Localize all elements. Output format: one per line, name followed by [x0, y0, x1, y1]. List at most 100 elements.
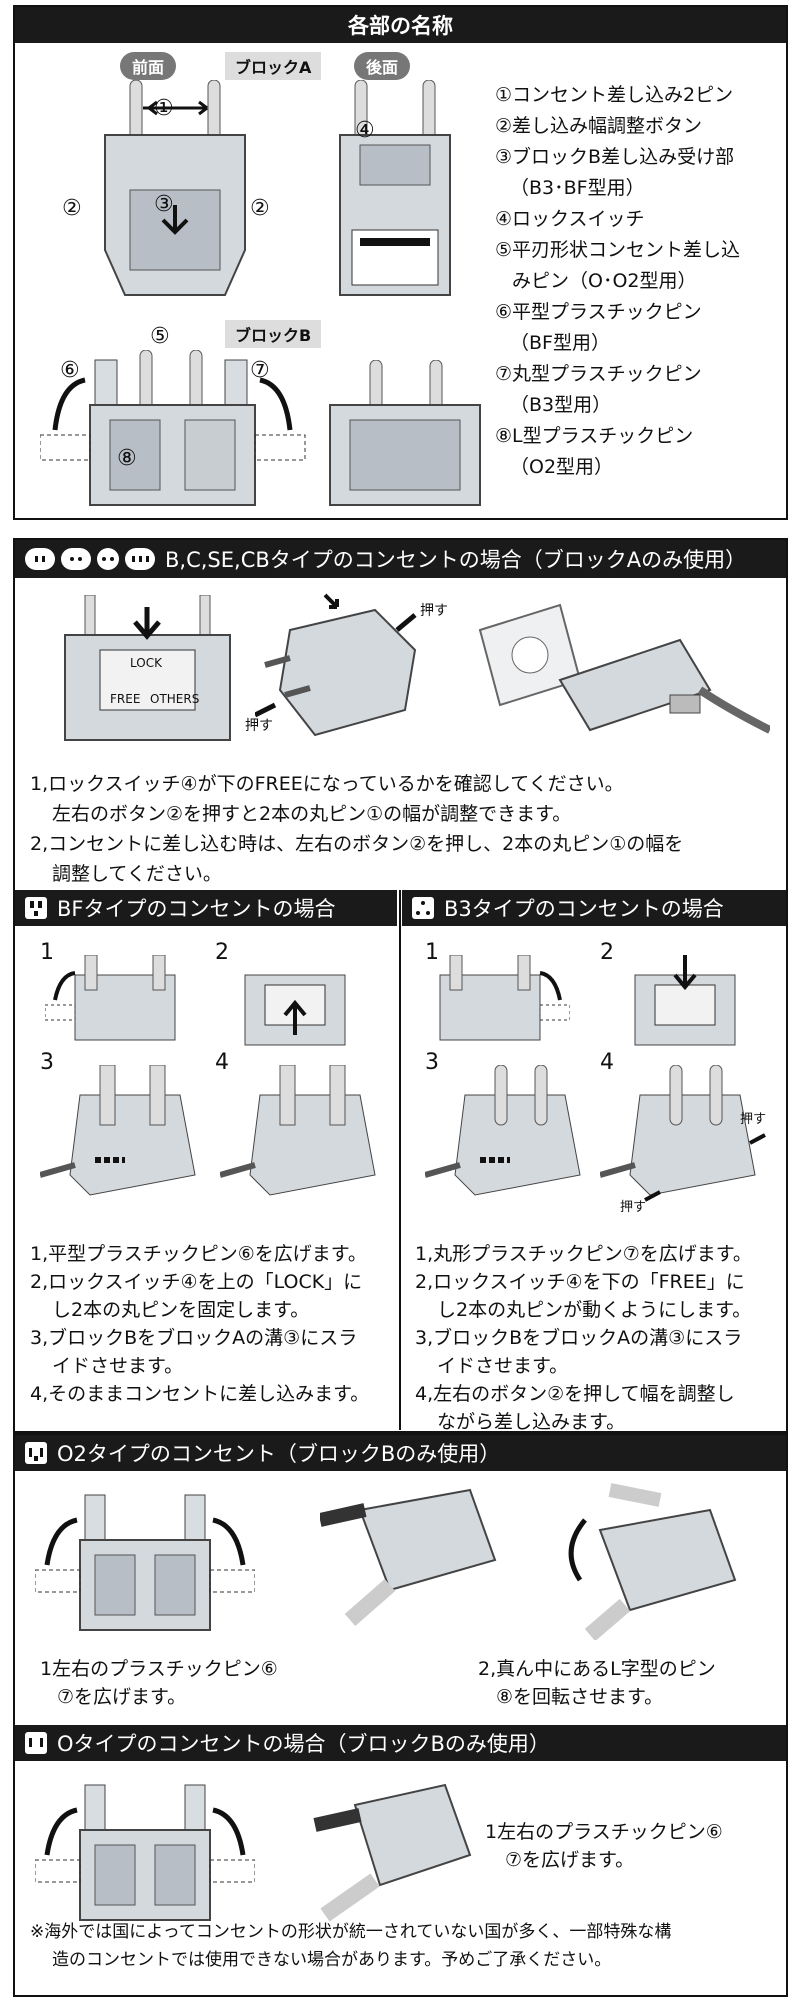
o2-plug-icon: [25, 1442, 47, 1464]
parts-header-text: 各部の名称: [348, 14, 453, 38]
o2-header: O2タイプのコンセント（ブロックBのみ使用）: [15, 1435, 786, 1471]
free-label: FREE: [110, 692, 141, 706]
outlet-insert-illustration: [478, 603, 770, 734]
instructions-section: [13, 538, 788, 1433]
block-a-label: ブロックA: [225, 52, 322, 80]
lock-switch-closeup: [64, 595, 231, 741]
parts-list-item: ②差し込み幅調整ボタン: [495, 115, 703, 137]
bc-header: B,C,SE,CBタイプのコンセントの場合（ブロックAのみ使用）: [15, 540, 786, 578]
b3-line: ながら差し込みます。: [437, 1411, 626, 1433]
front-label: 前面: [120, 52, 177, 80]
parts-list-item: ①コンセント差し込み2ピン: [495, 84, 734, 106]
plug-type-icons: [25, 548, 155, 570]
parts-list-item: ⑧L型プラスチックピン: [495, 425, 694, 447]
marker-5: ⑤: [150, 324, 170, 349]
b3-line: イドさせます。: [437, 1355, 569, 1377]
push-label: 押す: [245, 718, 273, 734]
marker-7: ⑦: [250, 358, 270, 383]
block-b-back-illustration: [329, 360, 481, 506]
o-spread-pins-illustration: [35, 1784, 255, 1921]
b3-header-text: B3タイプのコンセントの場合: [444, 897, 724, 921]
b3-step1-illustration: [439, 955, 570, 1041]
plug-b-icon: [25, 548, 55, 570]
block-a-back-illustration: [339, 80, 451, 296]
adapter-width-illustration: [255, 593, 417, 737]
block-b-label: ブロックB: [225, 320, 322, 348]
o-header-text: Oタイプのコンセントの場合（ブロックBのみ使用）: [57, 1732, 550, 1756]
b3-line: 1,丸形プラスチックピン⑦を広げます。: [415, 1243, 752, 1265]
plug-c-icon: [61, 548, 91, 570]
b3-step2-illustration: [634, 955, 736, 1046]
parts-list-item: （B3型用）: [510, 394, 612, 416]
plug-se-icon: [97, 548, 119, 570]
o-plug-illustration: [313, 1783, 472, 1922]
o-types-section: [13, 1433, 788, 1997]
bc-line: 1,ロックスイッチ④が下のFREEになっているかを確認してください。: [30, 773, 624, 795]
bf-line: イドさせます。: [52, 1355, 184, 1377]
note-line: 造のコンセントでは使用できない場合があります。予めご了承ください。: [52, 1950, 612, 1970]
parts-list-item: ⑦丸型プラスチックピン: [495, 363, 702, 385]
o-line: 1左右のプラスチックピン⑥: [485, 1821, 723, 1843]
push-label: 押す: [420, 603, 448, 619]
bf-step-number: 4: [215, 1050, 229, 1075]
marker-8: ⑧: [117, 446, 137, 471]
o-line: ⑦を広げます。: [505, 1849, 635, 1871]
back-label: 後面: [354, 52, 411, 80]
b3-line: 4,左右のボタン②を押して幅を調整し: [415, 1383, 735, 1405]
o-plug-icon: [25, 1732, 47, 1754]
o-header: Oタイプのコンセントの場合（ブロックBのみ使用）: [15, 1725, 786, 1761]
bf-step-number: 1: [40, 940, 54, 965]
marker-2-left: ②: [62, 196, 82, 221]
block-b-illustration: [40, 350, 306, 506]
o2-left-line: ⑦を広げます。: [57, 1686, 187, 1708]
b3-line: 2,ロックスイッチ④を下の「FREE」に: [415, 1271, 745, 1293]
b3-header: B3タイプのコンセントの場合: [402, 890, 786, 926]
parts-list-item: （BF型用）: [510, 332, 610, 354]
note-line: ※海外では国によってコンセントの形状が統一されていない国が多く、一部特殊な構: [30, 1922, 672, 1942]
b3-step-number: 1: [425, 940, 439, 965]
block-a-front-illustration: [104, 80, 246, 296]
bc-line: 調整してください。: [52, 863, 222, 885]
parts-section: [13, 5, 788, 520]
b3-plug-icon: [412, 897, 434, 919]
bf-b3-divider: [399, 890, 401, 1430]
bf-step1-illustration: [45, 955, 176, 1041]
o2-right-line: ⑧を回転させます。: [496, 1686, 664, 1708]
bc-line: 2,コンセントに差し込む時は、左右のボタン②を押し、2本の丸ピン①の幅を: [30, 833, 684, 855]
b3-step-number: 3: [425, 1050, 439, 1075]
push-label: 押す: [620, 1200, 647, 1215]
b3-line: し2本の丸ピンが動くようにします。: [437, 1299, 752, 1321]
lock-label: LOCK: [130, 656, 162, 670]
marker-4: ④: [355, 118, 375, 143]
parts-list-item: （O2型用）: [510, 456, 614, 478]
bf-line: 3,ブロックBをブロックAの溝③にスラ: [30, 1327, 358, 1349]
o2-rotate-pin-illustration: [568, 1483, 737, 1640]
bc-line: 左右のボタン②を押すと2本の丸ピン①の幅が調整できます。: [52, 803, 572, 825]
marker-3: ③: [154, 192, 174, 217]
marker-6: ⑥: [60, 358, 80, 383]
others-label: OTHERS: [150, 692, 200, 706]
bf-step-number: 3: [40, 1050, 54, 1075]
bf-step3-illustration: [40, 1065, 196, 1196]
bf-header-text: BFタイプのコンセントの場合: [57, 897, 336, 921]
bf-line: 1,平型プラスチックピン⑥を広げます。: [30, 1243, 367, 1265]
parts-list-item: ③ブロックB差し込み受け部: [495, 146, 735, 168]
bf-line: 2,ロックスイッチ④を上の「LOCK」に: [30, 1271, 363, 1293]
parts-header: 各部の名称: [15, 7, 786, 43]
o2-plug-angle-illustration: [320, 1488, 497, 1627]
o2-spread-pins-illustration: [35, 1494, 255, 1631]
o2-right-line: 2,真ん中にあるL字型のピン: [478, 1658, 716, 1680]
bf-step2-illustration: [244, 974, 346, 1046]
plug-cb-icon: [125, 548, 155, 570]
parts-list-item: ⑥平型プラスチックピン: [495, 301, 702, 323]
b3-step-number: 2: [600, 940, 614, 965]
parts-list-item: ⑤平刃形状コンセント差し込: [495, 239, 741, 261]
bf-line: 4,そのままコンセントに差し込みます。: [30, 1383, 370, 1405]
bf-step4-illustration: [220, 1065, 376, 1196]
o2-left-line: 1左右のプラスチックピン⑥: [40, 1658, 278, 1680]
parts-list-item: みピン（O･O2型用）: [512, 270, 697, 292]
bc-header-text: B,C,SE,CBタイプのコンセントの場合（ブロックAのみ使用）: [165, 548, 747, 572]
marker-2-right: ②: [250, 196, 270, 221]
bf-line: し2本の丸ピンを固定します。: [52, 1299, 310, 1321]
bf-plug-icon: [25, 897, 47, 919]
